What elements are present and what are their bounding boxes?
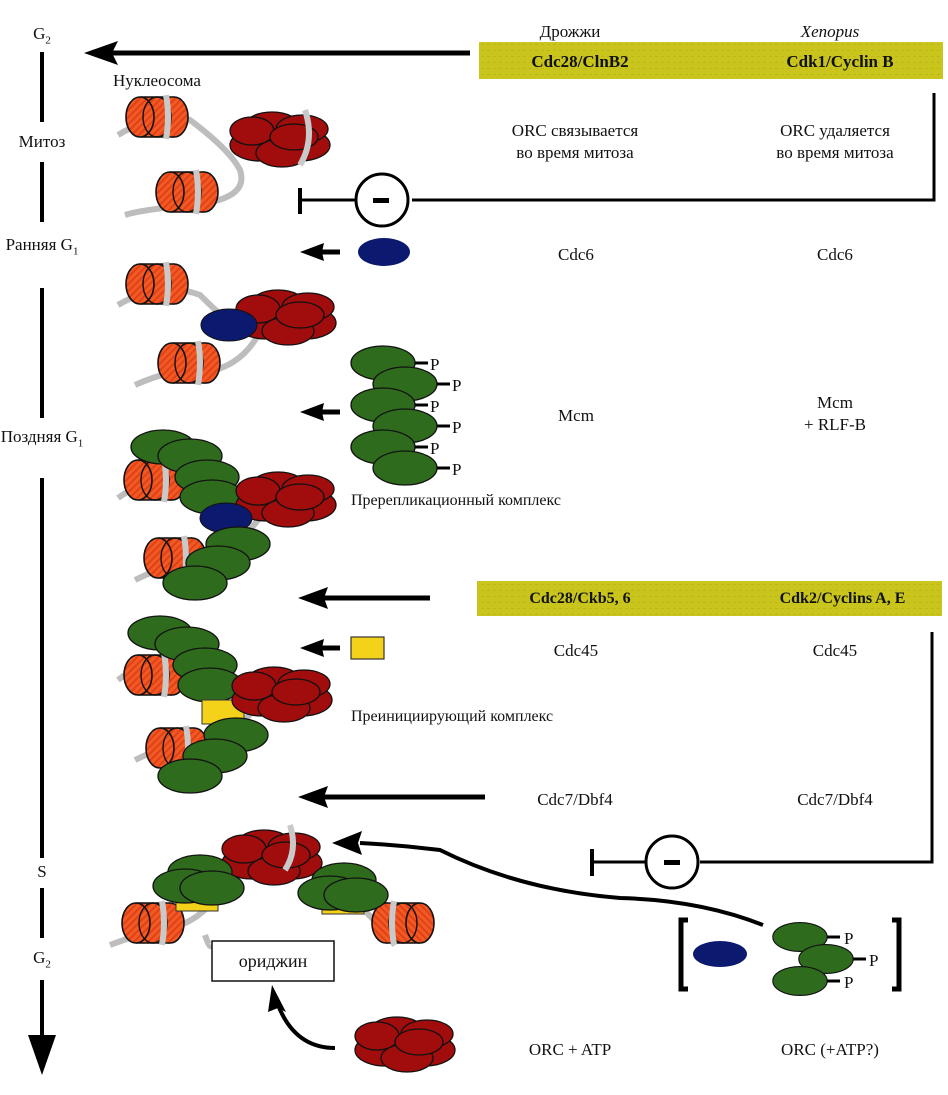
kinase-yeast-g1: Cdc28/Ckb5, 6 <box>529 590 631 607</box>
chromatin-preinitiation-complex <box>116 615 333 794</box>
chromatin-mitosis <box>116 95 331 218</box>
kinase-bar-g1 <box>477 581 942 616</box>
mcm-phospho-stack: P P P P P P <box>350 345 461 486</box>
phase-mitosis: Митоз <box>18 132 66 151</box>
phase-g2-bottom: G2 <box>33 948 51 971</box>
mcm-yeast: Mcm <box>558 406 594 425</box>
minus-icon <box>664 860 680 865</box>
svg-text:P: P <box>452 418 461 437</box>
cdc45-yeast: Cdc45 <box>553 641 599 660</box>
origin-box <box>211 940 335 982</box>
phase-late-g1: Поздняя G1 <box>0 427 84 450</box>
cdc6-yeast: Cdc6 <box>558 245 594 264</box>
svg-text:P: P <box>844 929 853 948</box>
phase-g2-top: G2 <box>33 24 51 47</box>
axis-arrowhead-icon <box>28 1035 56 1075</box>
svg-text:P: P <box>844 973 853 992</box>
cdc6-xenopus: Cdc6 <box>817 245 853 264</box>
nucleosome-label: Нуклеосома <box>113 71 201 90</box>
svg-text:P: P <box>452 460 461 479</box>
prereplicative-complex-label: Пререпликационный комплекс <box>351 492 561 509</box>
svg-text:ориджин: ориджин <box>239 951 308 971</box>
column-header-xenopus: Xenopus <box>800 22 860 41</box>
orc-yeast: ORC + ATP <box>528 1040 612 1059</box>
orc-complex <box>354 1016 456 1073</box>
kinase-yeast-mitotic: Cdc28/ClnB2 <box>531 52 629 71</box>
svg-text:P: P <box>452 376 461 395</box>
chromatin-early-g1 <box>116 262 337 385</box>
minus-icon <box>373 198 389 203</box>
arrow-head-icon <box>84 41 118 65</box>
phase-early-g1: Ранняя G1 <box>5 235 79 258</box>
svg-text:P: P <box>430 439 439 458</box>
cell-cycle-axis <box>28 52 56 1075</box>
orc-xenopus: ORC (+ATP?) <box>781 1040 879 1059</box>
svg-text:P: P <box>430 397 439 416</box>
phase-s: S <box>37 862 47 881</box>
cdc7-xenopus: Cdc7/Dbf4 <box>797 790 873 809</box>
released-complexes: P P P <box>678 917 902 997</box>
preinitiation-complex-label: Преинициирующий комплекс <box>351 708 554 725</box>
cdc7-yeast: Cdc7/Dbf4 <box>537 790 613 809</box>
cdc45-protein <box>350 636 385 660</box>
kinase-xenopus-g1: Cdk2/Cyclins A, E <box>779 590 906 607</box>
svg-text:P: P <box>869 951 878 970</box>
cdc6-protein <box>358 238 410 266</box>
column-header-yeast: Дрожжи <box>539 22 601 41</box>
chromatin-s-phase: ориджин <box>108 824 434 982</box>
kinase-xenopus-mitotic: Cdk1/Cyclin B <box>786 52 894 71</box>
kinase-bar-mitotic <box>479 42 943 79</box>
mcm-xenopus: Mcm+ RLF-B <box>803 393 866 434</box>
cdc45-xenopus: Cdc45 <box>812 641 858 660</box>
chromatin-prereplicative-complex <box>116 429 337 601</box>
svg-text:P: P <box>430 355 439 374</box>
